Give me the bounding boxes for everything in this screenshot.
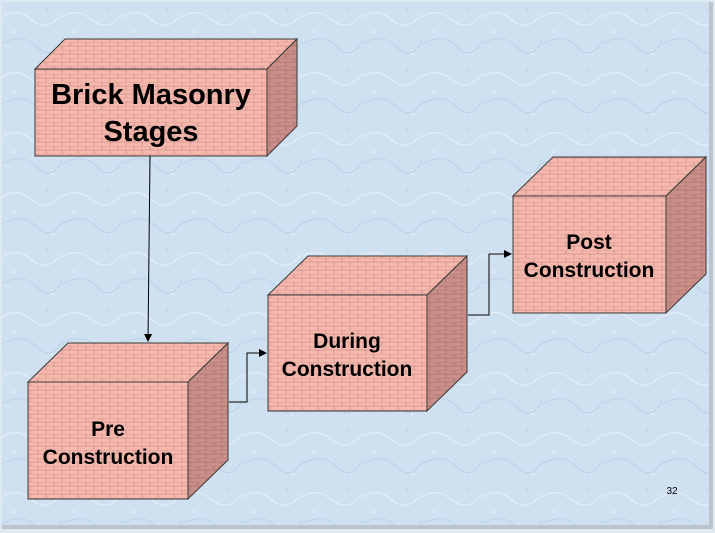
box-during-construction: During Construction bbox=[266, 254, 469, 413]
box-front-face bbox=[267, 294, 428, 412]
box-pre-construction: Pre Construction bbox=[26, 341, 230, 501]
box-post-construction: Post Construction bbox=[511, 155, 708, 315]
post-line-1: Post bbox=[566, 231, 612, 254]
connector-pre-to-during bbox=[229, 349, 267, 403]
box-front-face bbox=[34, 68, 268, 157]
box-front-face bbox=[27, 381, 189, 500]
box-front-face bbox=[512, 195, 667, 314]
connector-during-to-post bbox=[468, 250, 512, 316]
during-line-2: Construction bbox=[282, 358, 413, 381]
brick-masonry-diagram: Brick Masonry Stages Pre Construction Du… bbox=[2, 2, 709, 525]
connector-title-to-pre bbox=[144, 155, 153, 342]
slide-number: 32 bbox=[666, 486, 678, 497]
post-line-2: Construction bbox=[524, 259, 655, 282]
box-brick-masonry-stages: Brick Masonry Stages bbox=[33, 37, 299, 158]
pre-line-2: Construction bbox=[43, 446, 174, 469]
pre-line-1: Pre bbox=[91, 418, 125, 441]
during-line-1: During bbox=[313, 330, 381, 353]
title-line-1: Brick Masonry bbox=[51, 79, 251, 111]
title-line-2: Stages bbox=[103, 116, 198, 148]
box-top-face bbox=[33, 38, 299, 70]
